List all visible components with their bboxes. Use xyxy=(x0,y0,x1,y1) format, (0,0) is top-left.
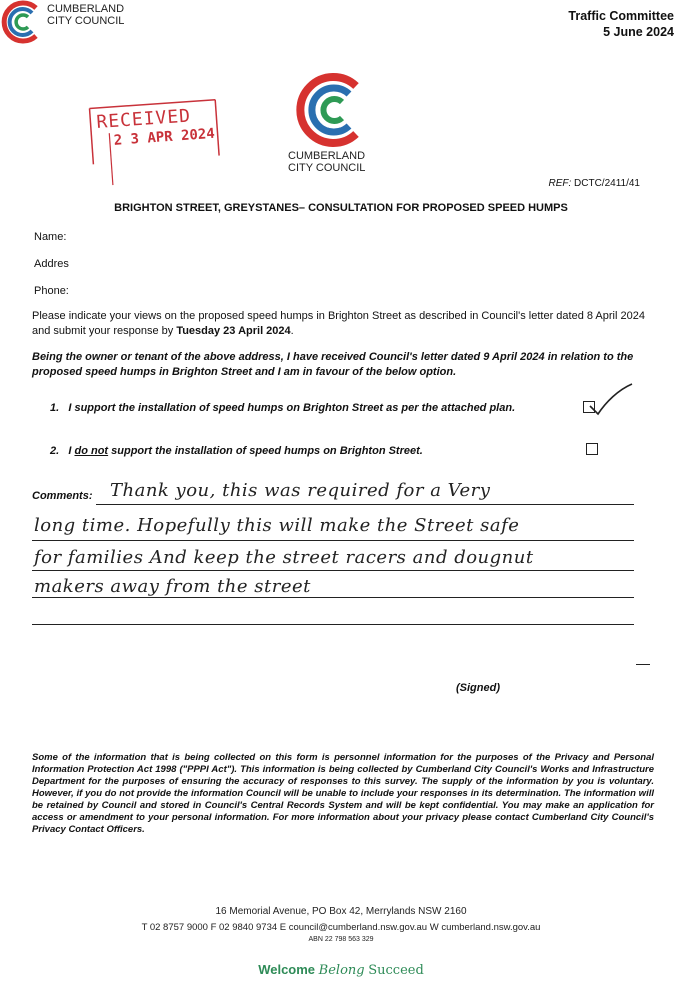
council-logo-large-icon xyxy=(296,73,359,147)
logo-line2: CITY COUNCIL xyxy=(288,162,366,174)
committee-label: Traffic Committee xyxy=(568,9,674,23)
name-field-label: Name: xyxy=(34,231,67,243)
tagline: Welcome Belong Succeed xyxy=(0,962,682,978)
comments-label: Comments: xyxy=(32,490,93,502)
council-name-line1: CUMBERLAND xyxy=(47,3,125,15)
option-2-checkbox[interactable] xyxy=(586,443,598,455)
deadline: Tuesday 23 April 2024 xyxy=(176,325,291,337)
logo-line1: CUMBERLAND xyxy=(288,150,366,162)
option-2-pre: I xyxy=(68,445,75,457)
option-2-emphasis: do not xyxy=(74,445,109,457)
signed-label: (Signed) xyxy=(456,682,500,694)
owner-statement: Being the owner or tenant of the above a… xyxy=(32,351,634,378)
tagline-succeed: Succeed xyxy=(368,963,424,978)
privacy-notice: Some of the information that is being co… xyxy=(32,752,654,835)
header-logo: CUMBERLAND CITY COUNCIL xyxy=(0,0,140,44)
option-1: 1. I support the installation of speed h… xyxy=(50,402,515,414)
comment-rule-2 xyxy=(32,540,634,541)
comment-rule-4 xyxy=(32,597,634,598)
footer-contacts: T 02 8757 9000 F 02 9840 9734 E council@… xyxy=(141,922,541,933)
center-council-name: CUMBERLAND CITY COUNCIL xyxy=(288,150,365,174)
instructions-end: . xyxy=(290,325,294,337)
document-title: BRIGHTON STREET, GREYSTANES– CONSULTATIO… xyxy=(114,202,568,214)
instructions-text: Please indicate your views on the propos… xyxy=(32,310,645,337)
header-council-name: CUMBERLAND CITY COUNCIL xyxy=(47,3,124,27)
footer-abn: ABN 22 798 563 329 xyxy=(308,936,374,943)
stamp-frame-icon xyxy=(88,98,220,186)
option-2-number: 2. xyxy=(50,445,60,457)
ref-label: REF: xyxy=(548,178,572,189)
center-logo: CUMBERLAND CITY COUNCIL xyxy=(288,72,378,182)
comment-line-1: Thank you, this was required for a Very xyxy=(110,480,491,501)
council-name-line2: CITY COUNCIL xyxy=(47,15,125,27)
received-stamp: RECEIVED 2 3 APR 2024 xyxy=(85,95,225,188)
option-2-post: support the installation of speed humps … xyxy=(108,445,423,457)
council-logo-icon xyxy=(1,0,38,44)
footer-address: 16 Memorial Avenue, PO Box 42, Merryland… xyxy=(215,906,467,917)
handwritten-check-icon xyxy=(589,383,633,416)
tagline-welcome: Welcome xyxy=(258,962,316,977)
phone-field-label: Phone: xyxy=(34,285,69,297)
comment-rule-3 xyxy=(32,570,634,571)
comment-line-2: long time. Hopefully this will make the … xyxy=(34,515,520,536)
comment-line-4: makers away from the street xyxy=(34,576,311,597)
committee-date: 5 June 2024 xyxy=(603,25,674,39)
ref-value: DCTC/2411/41 xyxy=(574,178,640,189)
option-1-checkbox[interactable] xyxy=(583,401,595,413)
header-meta: Traffic Committee 5 June 2024 xyxy=(568,8,674,40)
address-field-label: Addres xyxy=(34,258,69,270)
instructions-paragraph: Please indicate your views on the propos… xyxy=(32,309,654,339)
signature-mark xyxy=(636,664,650,665)
comment-rule-1 xyxy=(96,504,634,505)
option-2: 2. I do not support the installation of … xyxy=(50,445,423,457)
option-1-text: I support the installation of speed hump… xyxy=(68,402,516,414)
comment-rule-5 xyxy=(32,624,634,625)
comment-line-3: for families And keep the street racers … xyxy=(34,547,534,568)
reference-number: REF: DCTC/2411/41 xyxy=(548,178,640,189)
tagline-belong: Belong xyxy=(318,963,365,978)
option-1-number: 1. xyxy=(50,402,60,414)
